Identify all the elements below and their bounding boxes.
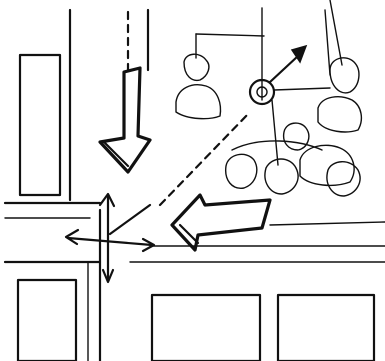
road-edge-right	[269, 221, 385, 226]
pedestrian-crowd	[175, 53, 363, 197]
arrow-head-down	[101, 268, 115, 284]
crowd-outline	[231, 140, 323, 151]
building-block-bottom-right	[276, 293, 376, 361]
pedestrian-arrow-shaft	[268, 54, 300, 84]
signal-diagonal	[108, 203, 152, 236]
lane-arrow-down	[98, 66, 152, 174]
person-head	[326, 161, 361, 197]
plaza-rail	[324, 9, 331, 76]
person-head	[225, 153, 258, 189]
person-body	[317, 96, 363, 133]
signal-horizontal	[66, 236, 154, 247]
building-block-bottom-middle	[150, 293, 262, 361]
pedestrian-path	[273, 87, 331, 91]
person-head	[282, 122, 310, 151]
person-head	[183, 53, 210, 82]
crosswalk-diagonal	[158, 110, 252, 207]
lane-arrow-left	[170, 193, 272, 252]
person-body	[264, 158, 299, 195]
pedestrian-circle-inner	[256, 86, 268, 98]
person-head	[329, 57, 360, 94]
building-block-bottom-left	[16, 278, 78, 361]
pedestrian-arrow-head	[290, 44, 308, 64]
plaza-edge-top	[195, 33, 265, 37]
arrow-head-right	[141, 237, 156, 253]
traffic-signal-arrows	[64, 192, 156, 284]
arrow-head-up	[98, 192, 116, 208]
pedestrian-circle	[248, 78, 276, 106]
arrow-head-left	[64, 228, 80, 246]
plaza-pole	[271, 99, 279, 166]
person-body	[175, 84, 222, 120]
building-block-top-left	[18, 53, 62, 197]
plaza-edge-far	[329, 0, 343, 66]
pedestrian-circle-with-arrow	[248, 44, 331, 106]
